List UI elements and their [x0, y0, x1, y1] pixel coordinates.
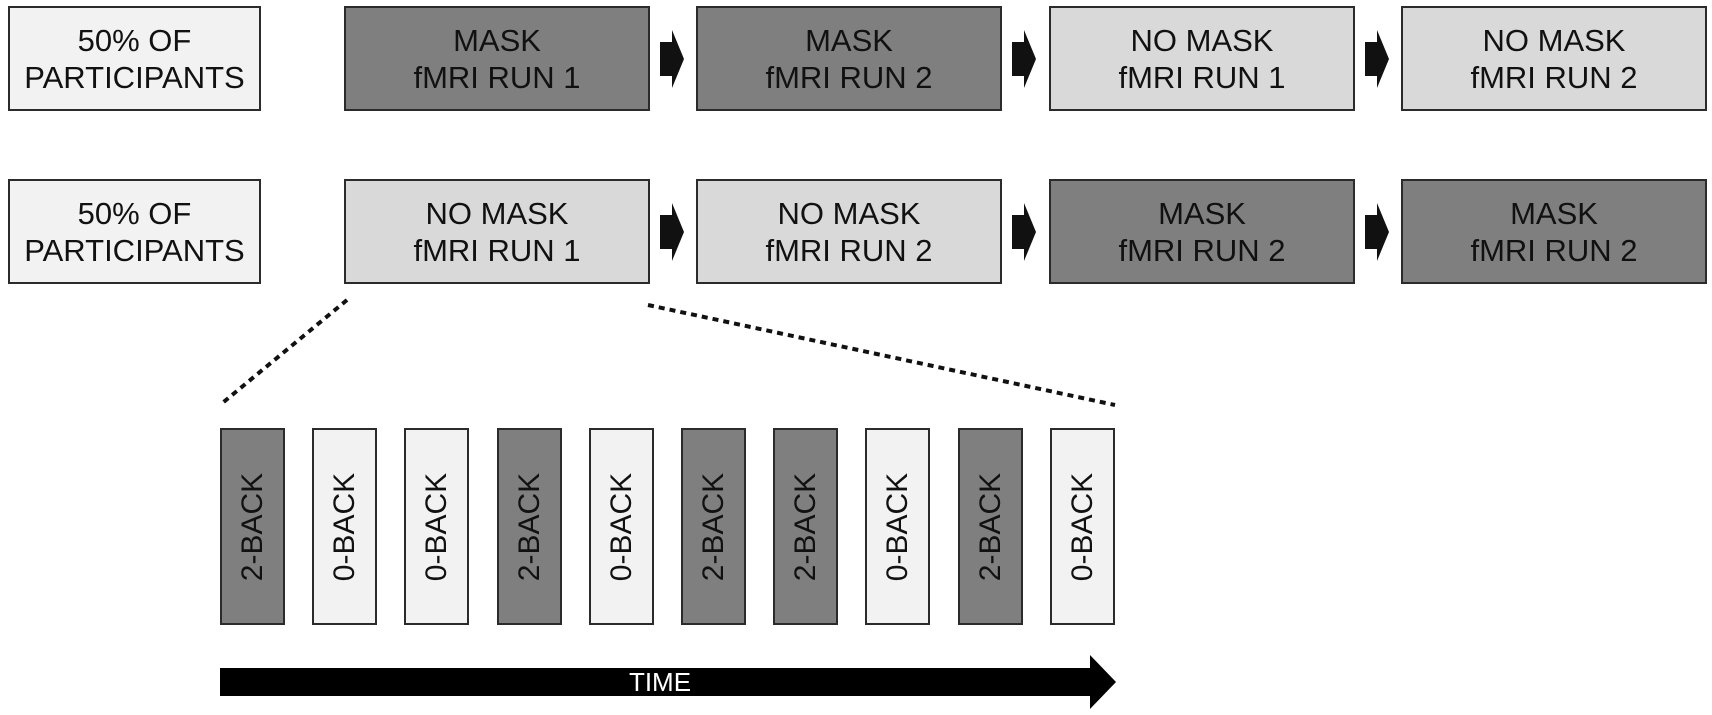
group-label-line-2: PARTICIPANTS: [24, 59, 245, 95]
group-label-row-2: 50% OF PARTICIPANTS: [8, 179, 261, 284]
task-block-label: 2-BACK: [696, 472, 730, 581]
run-box-r2-s1: NO MASK fMRI RUN 1: [344, 179, 650, 284]
condition-label: NO MASK: [1130, 22, 1274, 58]
task-block: 0-BACK: [312, 428, 377, 625]
condition-label: MASK: [1158, 195, 1246, 231]
run-label: fMRI RUN 2: [1470, 59, 1638, 95]
group-label-line-1: 50% OF: [77, 22, 192, 58]
task-block-label: 0-BACK: [327, 472, 361, 581]
run-box-r2-s2: NO MASK fMRI RUN 2: [696, 179, 1002, 284]
task-block-label: 2-BACK: [973, 472, 1007, 581]
task-block-label: 0-BACK: [604, 472, 638, 581]
arrow-icon: [1012, 203, 1036, 261]
task-block: 2-BACK: [497, 428, 562, 625]
task-block: 2-BACK: [958, 428, 1023, 625]
task-block: 2-BACK: [220, 428, 285, 625]
run-label: fMRI RUN 2: [765, 232, 933, 268]
run-box-r1-s2: MASK fMRI RUN 2: [696, 6, 1002, 111]
task-block-label: 2-BACK: [512, 472, 546, 581]
group-label-line-1: 50% OF: [77, 195, 192, 231]
run-box-r1-s1: MASK fMRI RUN 1: [344, 6, 650, 111]
condition-label: MASK: [1510, 195, 1598, 231]
arrow-icon: [660, 203, 684, 261]
task-block-label: 0-BACK: [1065, 472, 1099, 581]
run-label: fMRI RUN 2: [1470, 232, 1638, 268]
task-block-label: 2-BACK: [235, 472, 269, 581]
time-arrow: [220, 655, 1116, 709]
condition-label: NO MASK: [777, 195, 921, 231]
run-box-r1-s3: NO MASK fMRI RUN 1: [1049, 6, 1355, 111]
task-block-label: 2-BACK: [788, 472, 822, 581]
run-label: fMRI RUN 2: [765, 59, 933, 95]
task-block: 0-BACK: [865, 428, 930, 625]
arrow-icon: [660, 30, 684, 88]
group-label-line-2: PARTICIPANTS: [24, 232, 245, 268]
time-label: TIME: [628, 667, 692, 697]
task-block-label: 0-BACK: [880, 472, 914, 581]
condition-label: NO MASK: [1482, 22, 1626, 58]
run-label: fMRI RUN 1: [413, 59, 581, 95]
run-box-r2-s3: MASK fMRI RUN 2: [1049, 179, 1355, 284]
run-box-r2-s4: MASK fMRI RUN 2: [1401, 179, 1707, 284]
run-box-r1-s4: NO MASK fMRI RUN 2: [1401, 6, 1707, 111]
run-label: fMRI RUN 1: [413, 232, 581, 268]
condition-label: MASK: [805, 22, 893, 58]
arrow-icon: [1365, 203, 1389, 261]
run-label: fMRI RUN 2: [1118, 232, 1286, 268]
task-block: 0-BACK: [404, 428, 469, 625]
task-block-label: 0-BACK: [419, 472, 453, 581]
task-block: 0-BACK: [589, 428, 654, 625]
group-label-row-1: 50% OF PARTICIPANTS: [8, 6, 261, 111]
task-block: 2-BACK: [681, 428, 746, 625]
task-block: 0-BACK: [1050, 428, 1115, 625]
arrow-icon: [1012, 30, 1036, 88]
task-block: 2-BACK: [773, 428, 838, 625]
run-label: fMRI RUN 1: [1118, 59, 1286, 95]
arrow-icon: [1365, 30, 1389, 88]
condition-label: MASK: [453, 22, 541, 58]
condition-label: NO MASK: [425, 195, 569, 231]
